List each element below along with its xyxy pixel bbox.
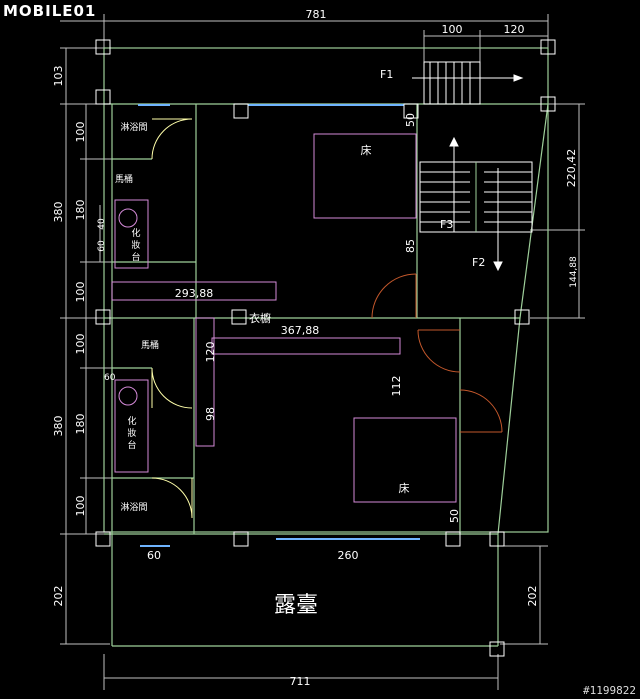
dim-left-mid1: 100 (74, 122, 87, 143)
mobile01-logo: MOBILE01 (3, 2, 97, 20)
doors-main (371, 273, 503, 433)
dim-left-low1: 100 (74, 334, 87, 355)
label-toilet1: 馬桶 (115, 173, 133, 185)
dim-v112: 112 (390, 376, 403, 397)
dim-v98: 98 (204, 407, 217, 421)
label-bath2: 淋浴間 (120, 501, 147, 513)
dim-win260: 260 (338, 549, 359, 562)
dim-left-mid2: 380 (52, 202, 65, 223)
dim-inner-small-b: 60 (97, 240, 107, 252)
dim-bottom-total: 711 (290, 675, 311, 688)
label-bed1: 床 (361, 143, 372, 157)
dim-v85: 85 (404, 239, 417, 253)
dim-wardrobe2-w: 367,88 (281, 324, 320, 337)
watermark: #1199822 (583, 684, 636, 697)
dim-stair-b: 120 (504, 23, 525, 36)
dim-v120: 120 (204, 342, 217, 363)
doors (151, 118, 193, 519)
label-vanity2-b: 妝 (127, 427, 136, 439)
columns (95, 39, 556, 657)
dim-inner-small-c: 60 (104, 373, 116, 383)
label-f1: F1 (380, 68, 393, 81)
walls (103, 47, 549, 647)
label-vanity1-b: 妝 (131, 239, 140, 251)
label-bath1: 淋浴間 (120, 121, 147, 133)
dimension-lines (60, 14, 585, 690)
stairs (412, 61, 533, 262)
dim-left-top: 103 (52, 66, 65, 87)
dim-left-low2: 380 (52, 416, 65, 437)
label-vanity1-c: 台 (131, 251, 140, 263)
dim-small-v-right: 144,88 (569, 256, 579, 288)
label-f2: F2 (472, 256, 485, 269)
windows (138, 104, 420, 547)
dim-left-bottom: 202 (52, 586, 65, 607)
dim-right-bottom: 202 (526, 586, 539, 607)
label-toilet2: 馬桶 (141, 339, 159, 351)
stair-arrows (449, 74, 524, 272)
furniture (111, 133, 457, 503)
dim-left-low3: 100 (74, 496, 87, 517)
dim-v50b: 50 (448, 509, 461, 523)
label-wardrobe: 衣櫥 (249, 311, 271, 325)
dim-right-top: 220,42 (565, 149, 578, 188)
label-vanity1-a: 化 (131, 227, 140, 239)
dim-inner-small-a: 40 (97, 218, 107, 230)
dim-win60: 60 (147, 549, 161, 562)
dim-wardrobe-w: 293,88 (175, 287, 214, 300)
dim-inner-180b: 180 (74, 414, 87, 435)
label-vanity2-a: 化 (127, 415, 136, 427)
label-vanity2-c: 台 (127, 439, 136, 451)
dim-stair-a: 100 (442, 23, 463, 36)
label-f3: F3 (440, 218, 453, 231)
dim-left-mid3: 100 (74, 282, 87, 303)
dim-top-total: 781 (306, 8, 327, 21)
label-bed2: 床 (399, 481, 410, 495)
dim-v50a: 50 (404, 113, 417, 127)
label-terrace: 露臺 (274, 593, 318, 618)
dim-inner-180a: 180 (74, 200, 87, 221)
